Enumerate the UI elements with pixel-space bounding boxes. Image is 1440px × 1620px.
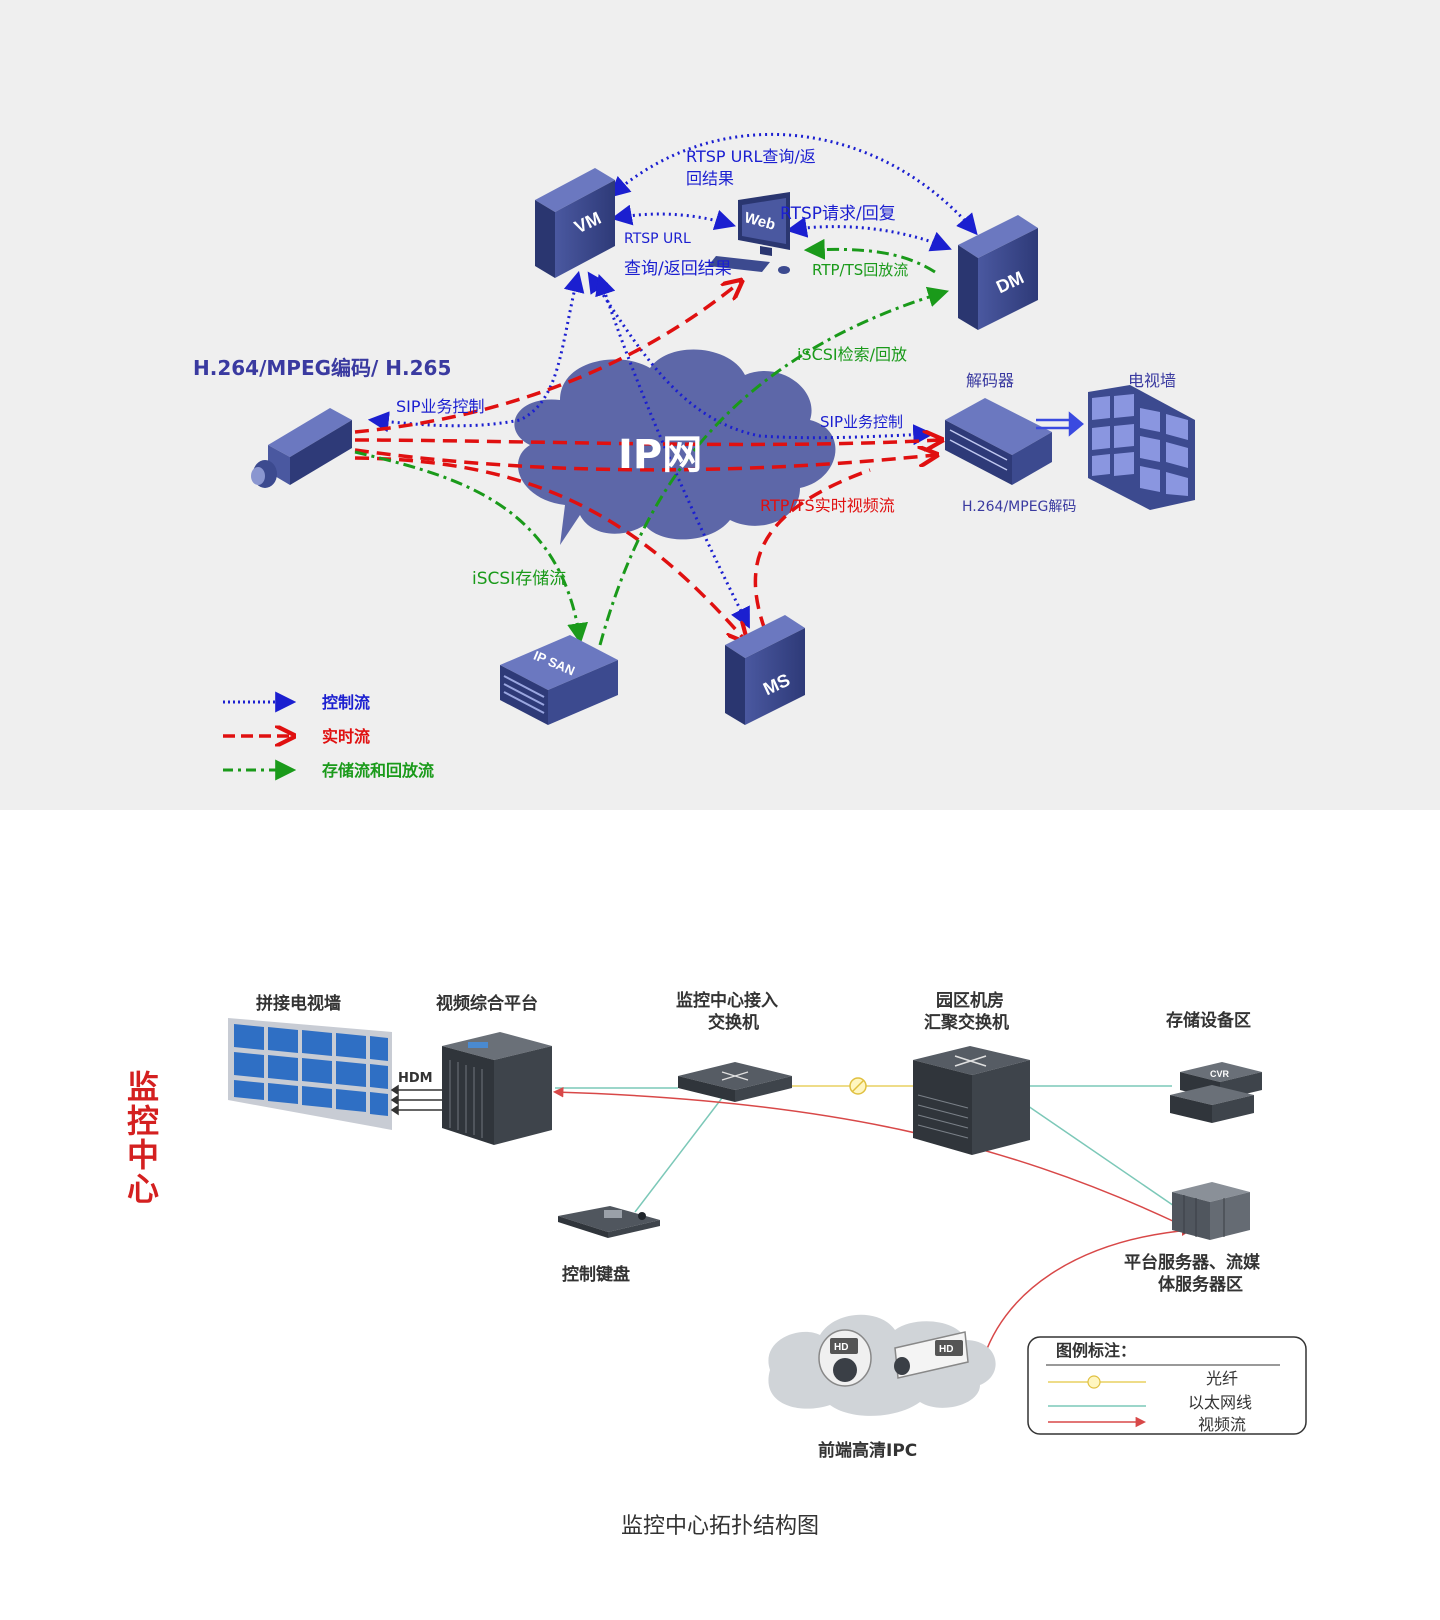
side-title-char: 心 bbox=[126, 1170, 159, 1208]
iscsi-storage-label: iSCSI存储流 bbox=[472, 569, 567, 589]
ip-san-storage-icon: IP SAN bbox=[500, 635, 618, 725]
hdmi-arrows bbox=[390, 1084, 442, 1116]
rtp-realtime-label: RTP/TS实时视频流 bbox=[760, 496, 895, 515]
topology-links bbox=[552, 1085, 1193, 1371]
decoder-device-icon bbox=[945, 398, 1052, 485]
realtime-flows bbox=[354, 282, 940, 640]
video-wall-label: 拼接电视墙 bbox=[256, 994, 341, 1014]
legend-realtime-label: 实时流 bbox=[322, 727, 371, 746]
ipc-label: 前端高清IPC bbox=[818, 1441, 918, 1461]
tv-wall-icon bbox=[1088, 385, 1195, 510]
ethernet-core-servers bbox=[1027, 1105, 1181, 1211]
decoder-label: 解码器 bbox=[966, 371, 1015, 390]
camera-codec-label: H.264/MPEG编码/ H.265 bbox=[193, 356, 452, 380]
server-area-label-1: 平台服务器、流媒 bbox=[1124, 1253, 1260, 1273]
legend-title: 图例标注： bbox=[1056, 1341, 1137, 1360]
control-flows bbox=[367, 133, 978, 629]
access-switch-label-2: 交换机 bbox=[708, 1013, 759, 1033]
ethernet-access-keyboard bbox=[634, 1097, 723, 1213]
control-keyboard-icon bbox=[558, 1206, 660, 1238]
spliced-video-wall-icon bbox=[228, 1018, 392, 1130]
vm-server-icon: VM bbox=[535, 168, 615, 278]
video-servers-to-platform bbox=[552, 1087, 1176, 1223]
side-title-char: 控 bbox=[126, 1102, 159, 1140]
topology-canvas: CVR HD HD bbox=[228, 1018, 1307, 1435]
legend-control-label: 控制流 bbox=[322, 693, 371, 712]
access-switch-icon bbox=[678, 1062, 792, 1102]
video-ipc-to-servers bbox=[979, 1225, 1193, 1371]
storage-area-label: 存储设备区 bbox=[1166, 1011, 1251, 1031]
svg-text:HD: HD bbox=[939, 1344, 953, 1355]
video-platform-icon bbox=[442, 1032, 552, 1145]
ip-network-label: IP网 bbox=[618, 432, 703, 478]
decode-codec-label: H.264/MPEG解码 bbox=[962, 499, 1077, 515]
rtsp-query-top-label-1: RTSP URL查询/返 bbox=[686, 147, 816, 166]
access-switch-label-1: 监控中心接入 bbox=[676, 991, 778, 1011]
rtsp-query-result-label: 查询/返回结果 bbox=[624, 259, 732, 279]
topology-legend-box bbox=[1027, 1336, 1307, 1435]
keyboard-label: 控制键盘 bbox=[562, 1265, 630, 1285]
storage-flows bbox=[354, 238, 950, 646]
core-switch-icon bbox=[913, 1046, 1030, 1155]
decoder-to-tvwall-arrow bbox=[1036, 411, 1084, 437]
fiber-connector-icon bbox=[849, 1077, 867, 1095]
rtsp-request-label: RTSP请求/回复 bbox=[780, 204, 896, 224]
server-area-label-2: 体服务器区 bbox=[1158, 1275, 1243, 1295]
front-ipc-cloud: HD HD bbox=[768, 1314, 996, 1416]
ms-server-icon: MS bbox=[725, 615, 805, 725]
rtsp-url-label: RTSP URL bbox=[624, 231, 691, 247]
flow-diagram-canvas: VM DM MS Web bbox=[223, 133, 1195, 781]
decoder-sip-control-label: SIP业务控制 bbox=[820, 413, 903, 431]
hdmi-label: HDM bbox=[398, 1071, 433, 1086]
figure-caption: 监控中心拓扑结构图 bbox=[620, 1514, 819, 1539]
core-switch-label-2: 汇聚交换机 bbox=[924, 1013, 1009, 1033]
camera-sip-control-label: SIP业务控制 bbox=[396, 397, 485, 416]
tv-wall-label: 电视墙 bbox=[1128, 371, 1177, 390]
video-platform-label: 视频综合平台 bbox=[436, 994, 538, 1014]
server-rack-icon bbox=[1172, 1182, 1250, 1240]
legend-ethernet-label: 以太网线 bbox=[1188, 1393, 1253, 1412]
legend-storage-label: 存储流和回放流 bbox=[322, 761, 435, 780]
iscsi-search-label: iSCSI检索/回放 bbox=[797, 345, 908, 364]
ip-camera-icon bbox=[251, 408, 352, 488]
web-workstation-icon: Web bbox=[708, 192, 790, 274]
svg-text:HD: HD bbox=[834, 1342, 848, 1353]
core-switch-label-1: 园区机房 bbox=[936, 991, 1004, 1011]
svg-text:CVR: CVR bbox=[1210, 1069, 1230, 1079]
legend-video-label: 视频流 bbox=[1198, 1415, 1247, 1434]
legend-fiber-label: 光纤 bbox=[1206, 1369, 1239, 1388]
side-title-char: 监 bbox=[126, 1068, 159, 1106]
dm-server-icon: DM bbox=[958, 215, 1038, 330]
side-title-char: 中 bbox=[126, 1136, 159, 1174]
monitoring-topology-diagram: CVR HD HD bbox=[0, 810, 1440, 1620]
cvr-storage-icon: CVR bbox=[1170, 1062, 1262, 1123]
rtp-playback-label: RTP/TS回放流 bbox=[812, 261, 909, 279]
rtsp-query-top-label-2: 回结果 bbox=[686, 169, 735, 188]
monitoring-center-side-title: 监 控 中 心 bbox=[118, 1070, 168, 1206]
network-flow-diagram: VM DM MS Web bbox=[0, 0, 1440, 810]
legend-lines bbox=[223, 691, 297, 781]
